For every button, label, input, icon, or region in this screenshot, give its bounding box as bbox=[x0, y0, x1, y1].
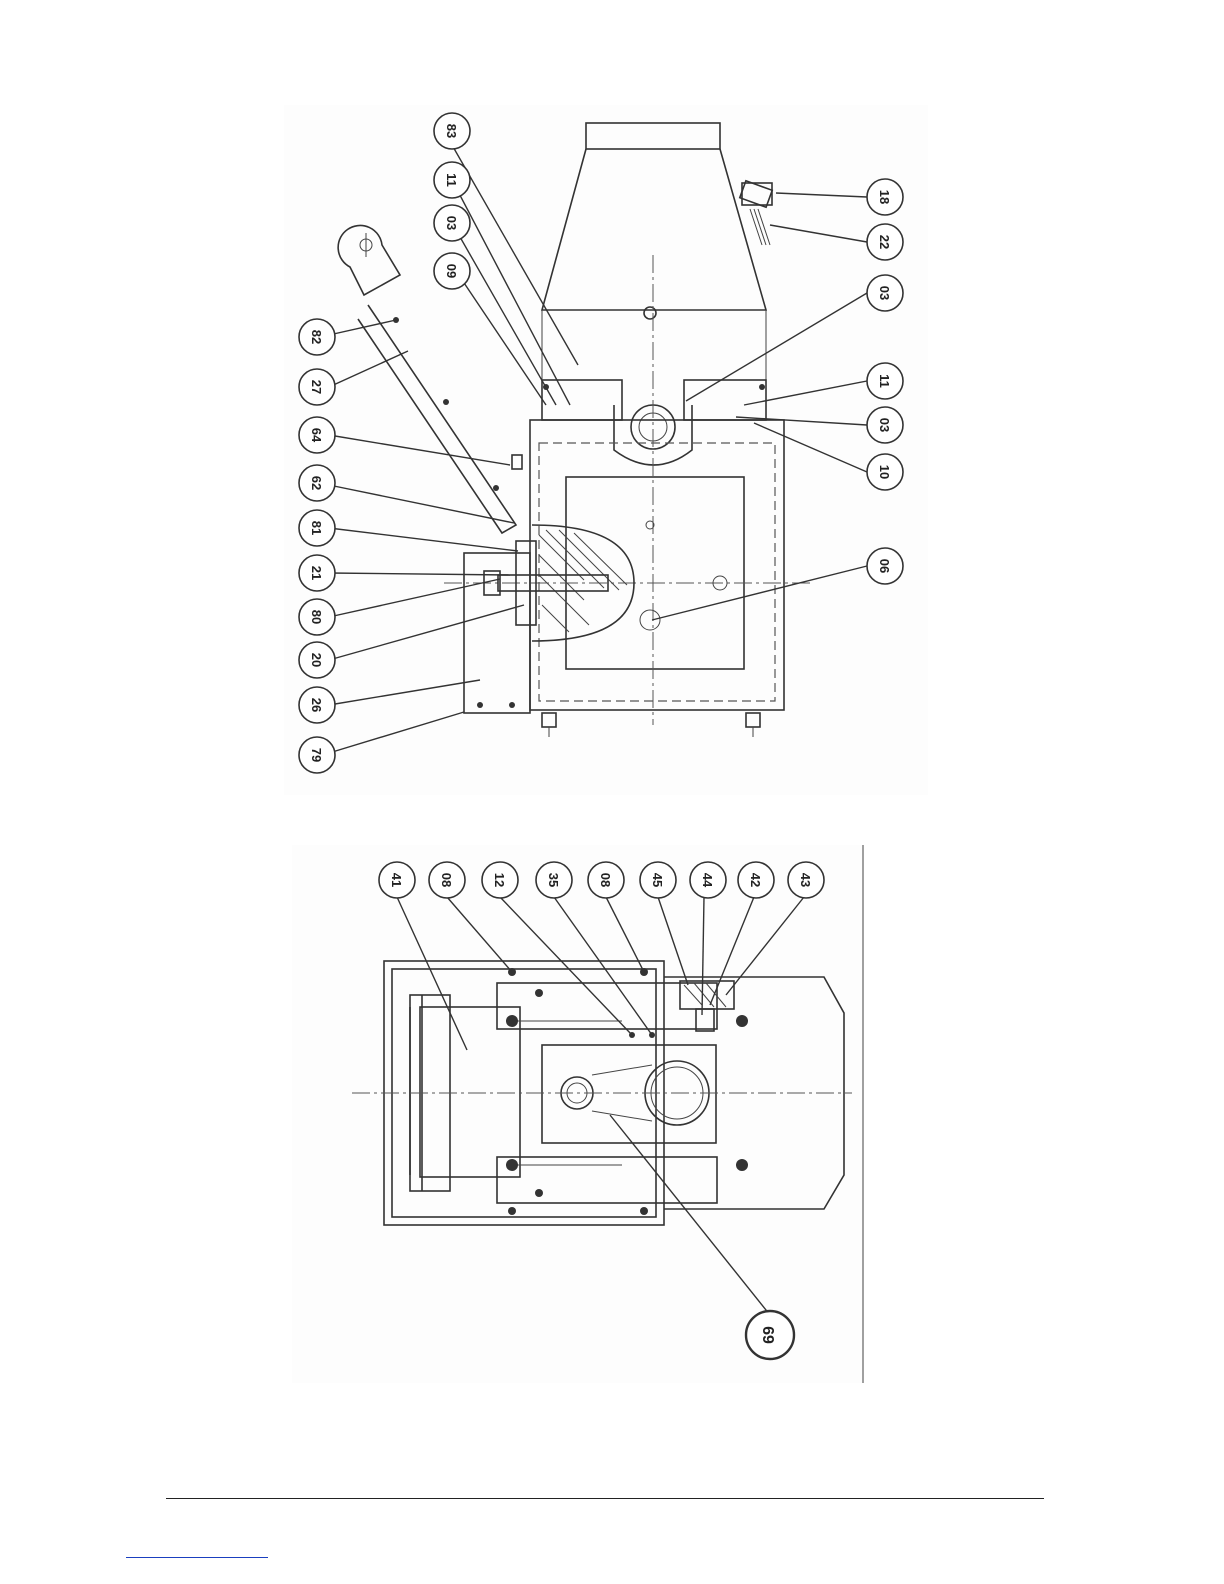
page-footer-rule bbox=[166, 1498, 1044, 1499]
callout-69: 69 bbox=[746, 1311, 794, 1359]
callout-83: 83 bbox=[434, 113, 470, 149]
top-assembly-drawing: 83 11 03 09 82 27 64 62 81 21 80 20 26 7… bbox=[284, 105, 928, 795]
svg-text:45: 45 bbox=[650, 873, 665, 887]
svg-text:41: 41 bbox=[389, 873, 404, 887]
svg-text:35: 35 bbox=[546, 873, 561, 887]
bottom-assembly-drawing: 41 08 12 35 08 45 44 42 43 69 bbox=[292, 845, 864, 1383]
callout-44: 44 bbox=[690, 862, 726, 898]
callout-03-lower: 03 bbox=[867, 407, 903, 443]
callout-26: 26 bbox=[299, 687, 335, 723]
mounting-flange bbox=[542, 380, 766, 465]
callout-leaders bbox=[329, 145, 867, 753]
svg-text:79: 79 bbox=[309, 748, 324, 762]
callout-09: 09 bbox=[434, 253, 470, 289]
callout-08: 08 bbox=[429, 862, 465, 898]
gear-mechanism bbox=[352, 968, 852, 1215]
callout-bubbles-bottom: 41 08 12 35 08 45 44 42 43 69 bbox=[379, 862, 824, 1359]
svg-text:06: 06 bbox=[877, 559, 892, 573]
svg-text:20: 20 bbox=[309, 653, 324, 667]
callout-64: 64 bbox=[299, 417, 335, 453]
svg-text:21: 21 bbox=[309, 566, 324, 580]
svg-text:83: 83 bbox=[444, 124, 459, 138]
motor-housing bbox=[542, 123, 772, 380]
callout-10: 10 bbox=[867, 454, 903, 490]
callout-leaders-bottom bbox=[397, 897, 804, 1315]
svg-text:42: 42 bbox=[748, 873, 763, 887]
callout-08-second: 08 bbox=[588, 862, 624, 898]
callout-18: 18 bbox=[867, 179, 903, 215]
footer-link[interactable] bbox=[126, 1557, 268, 1558]
bottom-drawing-panel: 41 08 12 35 08 45 44 42 43 69 bbox=[292, 845, 864, 1383]
callout-43: 43 bbox=[788, 862, 824, 898]
callout-03: 03 bbox=[434, 205, 470, 241]
svg-text:69: 69 bbox=[759, 1326, 776, 1344]
svg-text:03: 03 bbox=[877, 286, 892, 300]
svg-text:80: 80 bbox=[309, 610, 324, 624]
top-drawing-panel: 83 11 03 09 82 27 64 62 81 21 80 20 26 7… bbox=[284, 105, 928, 795]
base-feet bbox=[542, 713, 760, 737]
lever-arm bbox=[338, 225, 522, 533]
callout-06: 06 bbox=[867, 548, 903, 584]
svg-text:82: 82 bbox=[309, 330, 324, 344]
svg-text:09: 09 bbox=[444, 264, 459, 278]
callout-21: 21 bbox=[299, 555, 335, 591]
callout-27: 27 bbox=[299, 369, 335, 405]
svg-text:22: 22 bbox=[877, 235, 892, 249]
callout-45: 45 bbox=[640, 862, 676, 898]
callout-82: 82 bbox=[299, 319, 335, 355]
callout-62: 62 bbox=[299, 465, 335, 501]
svg-text:62: 62 bbox=[309, 476, 324, 490]
svg-text:08: 08 bbox=[439, 873, 454, 887]
callout-80: 80 bbox=[299, 599, 335, 635]
svg-text:81: 81 bbox=[309, 521, 324, 535]
side-cover bbox=[464, 553, 530, 713]
callout-11-right: 11 bbox=[867, 363, 903, 399]
callout-03-right: 03 bbox=[867, 275, 903, 311]
callout-20: 20 bbox=[299, 642, 335, 678]
callout-11: 11 bbox=[434, 162, 470, 198]
svg-text:11: 11 bbox=[877, 374, 892, 388]
svg-text:12: 12 bbox=[492, 873, 507, 887]
svg-text:10: 10 bbox=[877, 465, 892, 479]
gearbox-body bbox=[444, 255, 814, 725]
callout-41: 41 bbox=[379, 862, 415, 898]
callout-42: 42 bbox=[738, 862, 774, 898]
svg-text:44: 44 bbox=[700, 873, 715, 888]
callout-79: 79 bbox=[299, 737, 335, 773]
svg-text:43: 43 bbox=[798, 873, 813, 887]
callout-35: 35 bbox=[536, 862, 572, 898]
svg-text:18: 18 bbox=[877, 190, 892, 204]
svg-text:11: 11 bbox=[444, 173, 459, 187]
callout-12: 12 bbox=[482, 862, 518, 898]
svg-text:26: 26 bbox=[309, 698, 324, 712]
callout-22: 22 bbox=[867, 224, 903, 260]
callout-81: 81 bbox=[299, 510, 335, 546]
svg-text:64: 64 bbox=[309, 428, 324, 443]
svg-text:03: 03 bbox=[877, 418, 892, 432]
svg-text:03: 03 bbox=[444, 216, 459, 230]
svg-text:08: 08 bbox=[598, 873, 613, 887]
svg-text:27: 27 bbox=[309, 380, 324, 394]
